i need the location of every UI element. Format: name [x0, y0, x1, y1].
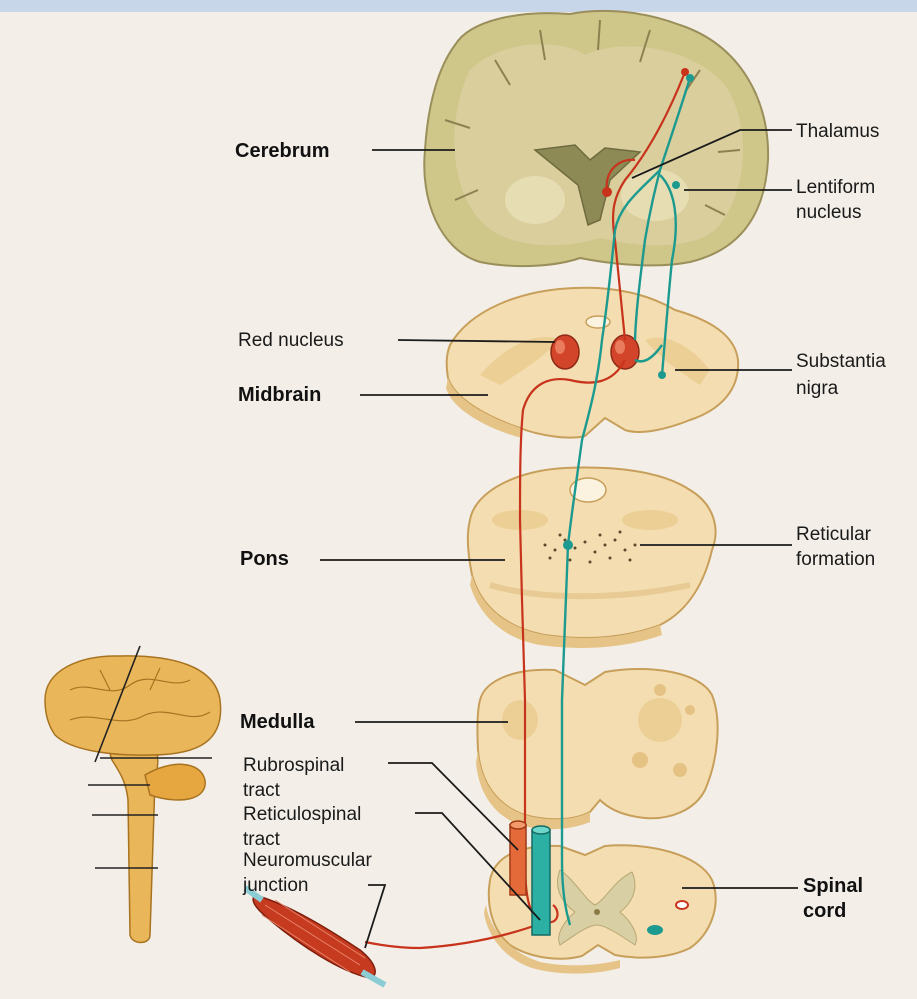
lentiform-neuron	[672, 181, 680, 189]
thalamus-neuron	[602, 187, 612, 197]
medulla-section	[476, 669, 718, 829]
label-substantia-2: nigra	[796, 378, 839, 399]
reticular-neuron	[563, 540, 573, 550]
reticulospinal-origin-neuron	[686, 74, 694, 82]
reticulospinal-tract-tube	[532, 826, 550, 935]
label-neuromuscular-1: Neuromuscular	[243, 850, 372, 871]
cerebrum-section	[424, 11, 768, 266]
pons-section	[468, 468, 716, 648]
top-band	[0, 0, 917, 12]
rubrospinal-tract-tube	[510, 821, 526, 895]
label-cerebrum: Cerebrum	[235, 140, 329, 162]
neuromuscular-leader	[365, 885, 385, 948]
label-spinal-1: Spinal	[803, 875, 863, 897]
label-rubrospinal-1: Rubrospinal	[243, 755, 344, 776]
label-spinal-2: cord	[803, 900, 846, 922]
substantia-nigra-neuron	[658, 371, 666, 379]
midbrain-section	[446, 288, 738, 438]
label-red-nucleus: Red nucleus	[238, 330, 344, 351]
label-reticular-1: Reticular	[796, 524, 872, 545]
label-reticulospinal-2: tract	[243, 829, 281, 850]
label-medulla: Medulla	[240, 711, 315, 733]
label-rubrospinal-2: tract	[243, 780, 281, 801]
label-lentiform-1: Lentiform	[796, 177, 875, 198]
red-nucleus-left	[551, 335, 579, 369]
label-reticular-2: formation	[796, 549, 875, 570]
brain-level-icon	[45, 646, 221, 943]
red-nucleus-right	[611, 335, 639, 369]
label-midbrain: Midbrain	[238, 384, 321, 406]
label-neuromuscular-2: junction	[242, 875, 309, 896]
label-thalamus: Thalamus	[796, 121, 879, 142]
muscle-fiber	[245, 888, 385, 985]
label-reticulospinal-1: Reticulospinal	[243, 804, 361, 825]
label-pons: Pons	[240, 548, 289, 570]
label-substantia-1: Substantia	[796, 351, 886, 372]
label-lentiform-2: nucleus	[796, 202, 862, 223]
